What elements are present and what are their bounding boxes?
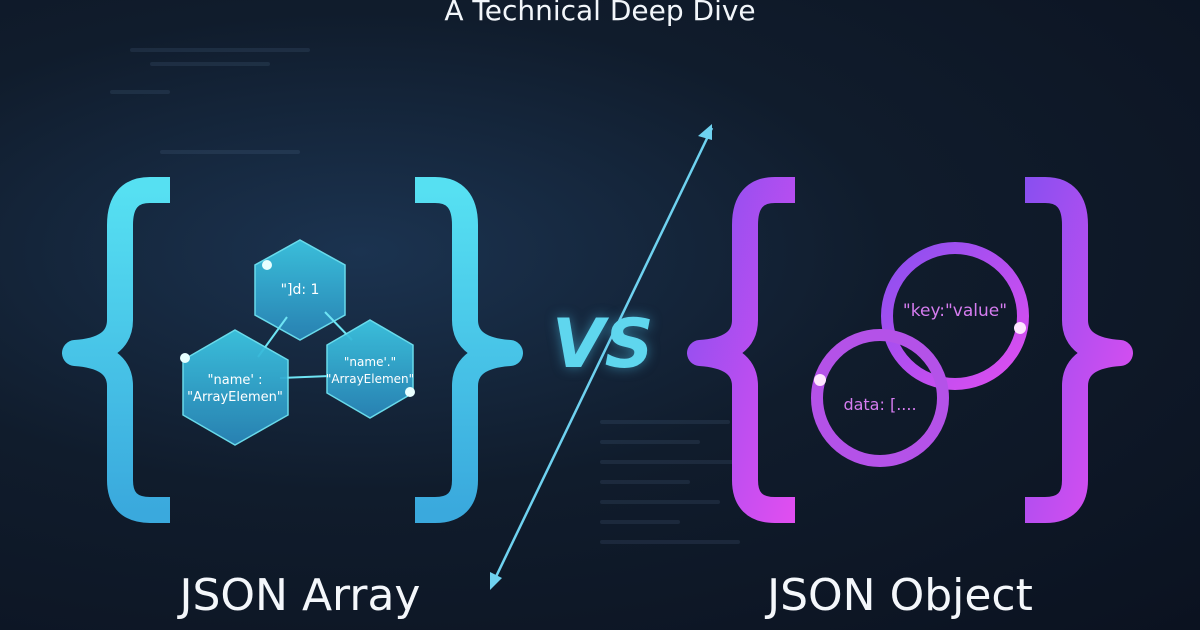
- hex-node-right: [326, 319, 414, 419]
- divider-arrow: [490, 127, 714, 586]
- subtitle: A Technical Deep Dive: [444, 0, 756, 27]
- node-id-text: "]d: 1: [280, 282, 320, 298]
- ring-data-text: data: [....: [843, 395, 917, 414]
- object-left-brace-icon: [687, 177, 795, 523]
- json-object-label: JSON Object: [767, 570, 1033, 621]
- arrow-head-top: [698, 124, 712, 140]
- ring-key-value-text: "key:"value": [902, 301, 1008, 321]
- hex-node-id: [254, 239, 346, 341]
- ring-data: [811, 329, 949, 467]
- json-array-label: JSON Array: [179, 570, 421, 621]
- left-brace-icon: [62, 177, 170, 523]
- ring-key-value: [881, 242, 1029, 390]
- vs-label: VS: [552, 305, 654, 384]
- arrow-head-bottom: [490, 572, 502, 590]
- node-left-text: "name' : "ArrayElemen": [187, 373, 283, 405]
- node-right-text: "name'." "ArrayElemen": [325, 355, 415, 386]
- right-brace-icon: [415, 177, 523, 523]
- object-right-brace-icon: [1025, 177, 1133, 523]
